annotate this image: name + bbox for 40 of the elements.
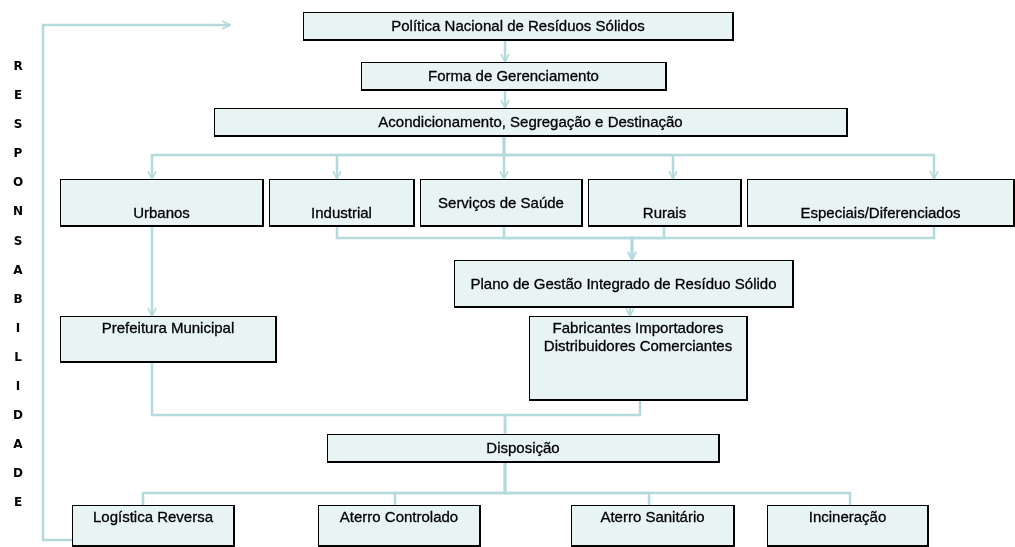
- connector-arrow: [500, 41, 510, 63]
- box-label: Acondicionamento, Segregação e Destinação: [378, 113, 683, 131]
- box-label: Prefeitura Municipal: [101, 319, 235, 337]
- process-box: [361, 62, 667, 91]
- box-label: Serviços de Saúde: [438, 193, 564, 212]
- connector-arrow: [147, 227, 157, 317]
- box-label: Incineração: [808, 508, 887, 526]
- process-box: [72, 505, 235, 547]
- process-box: [214, 108, 848, 137]
- process-box: [327, 434, 720, 463]
- box-label: Industrial: [311, 204, 372, 222]
- box-label: Forma de Gerenciamento: [428, 67, 599, 85]
- process-box: [571, 505, 735, 547]
- process-box: [318, 505, 481, 547]
- process-box: [767, 505, 929, 547]
- connector-arrow: [627, 227, 936, 261]
- box-label: Fabricantes Importadores Distribuidores Comerciantes: [542, 319, 734, 355]
- connector-arrow: [41, 20, 231, 542]
- box-label: Política Nacional de Resíduos Sólidos: [391, 17, 645, 35]
- process-box: [269, 179, 415, 227]
- box-label: Urbanos: [133, 204, 190, 222]
- box-label: Especiais/Diferenciados: [800, 204, 961, 222]
- box-label: Aterro Controlado: [339, 508, 459, 526]
- connector-arrow: [500, 91, 510, 109]
- box-label: Aterro Sanitário: [600, 508, 705, 526]
- box-label: Rurais: [642, 204, 687, 222]
- process-box: [454, 260, 794, 308]
- connector-arrow: [502, 137, 939, 180]
- connector-arrow: [625, 307, 635, 317]
- process-box: [529, 316, 748, 401]
- process-box: [303, 12, 734, 41]
- box-label: Plano de Gestão Integrado de Resíduo Sólido: [470, 274, 777, 293]
- process-box: [420, 179, 583, 227]
- process-box: [60, 316, 277, 363]
- process-box: [588, 179, 742, 227]
- box-label: Logística Reversa: [92, 508, 214, 526]
- vertical-label: RESPONSABILIDADE: [12, 58, 24, 512]
- process-box: [747, 179, 1015, 227]
- box-label: Disposição: [486, 439, 560, 457]
- process-box: [60, 179, 264, 227]
